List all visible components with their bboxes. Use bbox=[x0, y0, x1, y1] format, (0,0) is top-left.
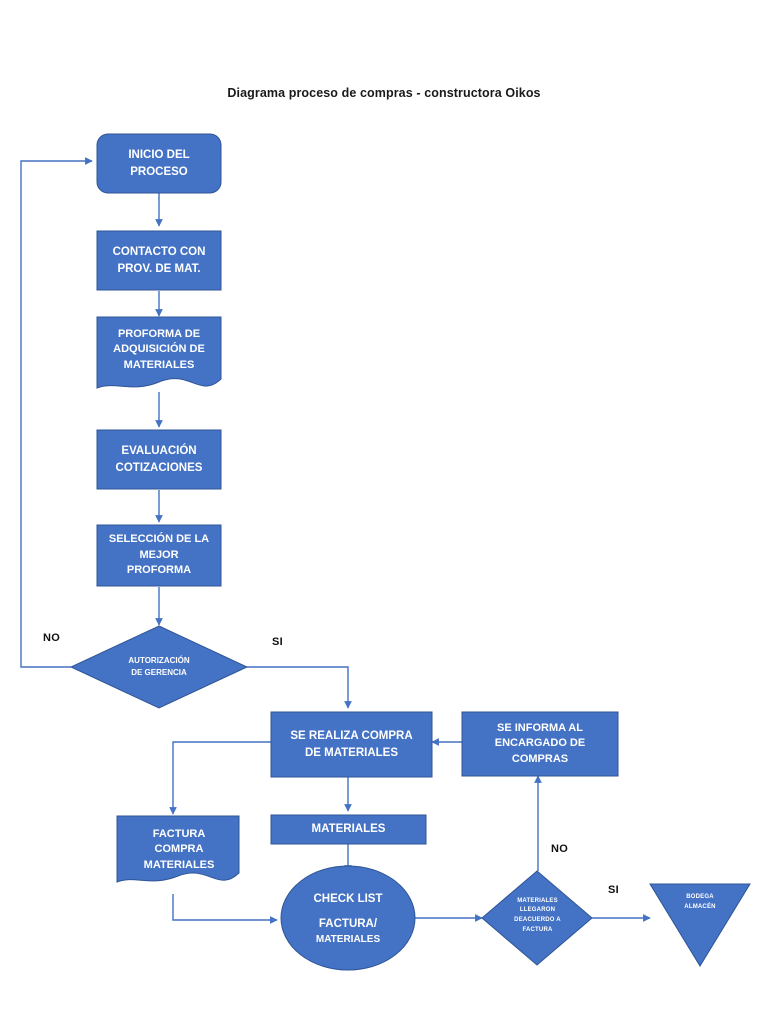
node-proforma-shape[interactable] bbox=[96, 316, 222, 389]
edge-label-no-verificacion: NO bbox=[551, 843, 569, 855]
node-contacto-shape[interactable] bbox=[96, 230, 222, 291]
node-checklist-shape[interactable] bbox=[280, 865, 416, 971]
node-autorizacion-shape[interactable] bbox=[69, 625, 249, 709]
node-bodega-shape[interactable] bbox=[649, 883, 751, 967]
node-informa-shape[interactable] bbox=[461, 711, 619, 777]
node-inicio-shape[interactable] bbox=[96, 133, 222, 194]
edge-label-si-verificacion: SI bbox=[608, 884, 619, 896]
page-title: Diagrama proceso de compras - constructo… bbox=[227, 86, 541, 100]
edge-autorizacion-si-compra bbox=[247, 666, 352, 709]
edge-factura-checklist bbox=[172, 894, 278, 924]
edge-label-no-autorizacion: NO bbox=[43, 632, 61, 644]
connector-group bbox=[20, 157, 651, 924]
edge-label-si-autorizacion: SI bbox=[272, 636, 283, 648]
node-evaluacion-shape[interactable] bbox=[96, 429, 222, 490]
node-factura-shape[interactable] bbox=[116, 815, 240, 883]
shape-group bbox=[69, 133, 751, 971]
edge-compra-factura bbox=[169, 741, 271, 815]
node-compra-shape[interactable] bbox=[270, 711, 433, 778]
node-materiales-shape[interactable] bbox=[270, 814, 427, 845]
node-seleccion-shape[interactable] bbox=[96, 524, 222, 587]
edge-autorizacion-no-inicio bbox=[20, 157, 93, 668]
node-verificacion-shape[interactable] bbox=[481, 870, 593, 966]
